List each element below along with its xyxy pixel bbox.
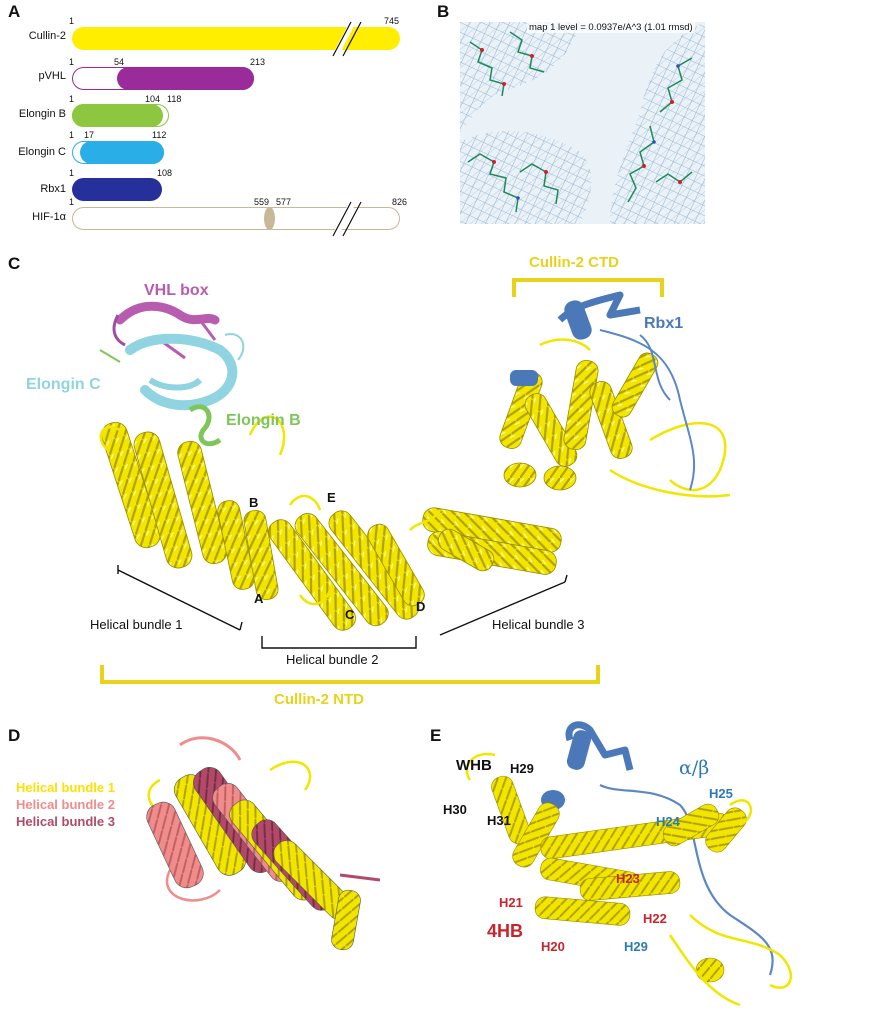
cullin2-complex-structure bbox=[99, 278, 731, 684]
domain-label-pvhl: pVHL bbox=[38, 70, 66, 82]
domain-label-rbx1: Rbx1 bbox=[40, 183, 66, 195]
domain-start-cullin2: 1 bbox=[69, 16, 75, 26]
panel-e-letter: E bbox=[430, 726, 442, 745]
bundle1-bracket bbox=[117, 565, 243, 631]
domain-start-hif1a: 1 bbox=[69, 197, 75, 207]
domain-mid-elonginb: 104 bbox=[145, 94, 161, 104]
domain-mid-pvhl: 54 bbox=[114, 57, 125, 67]
domain-bar-pvhl bbox=[117, 67, 254, 90]
helix-label-a: A bbox=[254, 591, 264, 606]
bundle3-bracket bbox=[439, 574, 568, 636]
domain-mid-elonginc: 17 bbox=[84, 130, 95, 140]
h29-top-label: H29 bbox=[510, 761, 534, 776]
map-level-label: map 1 level = 0.0937e/A^3 (1.01 rmsd) bbox=[527, 22, 695, 33]
elongin-c-structure bbox=[125, 333, 245, 411]
helix-label-e: E bbox=[327, 490, 336, 505]
h23-label: H23 bbox=[616, 871, 640, 886]
legend-bundle-1: Helical bundle 1 bbox=[16, 780, 115, 795]
rbx1-structure bbox=[510, 291, 696, 491]
domain-start-elonginc: 1 bbox=[69, 130, 75, 140]
elongin-b-label: Elongin B bbox=[226, 412, 301, 429]
ctd-helices bbox=[499, 352, 659, 491]
cullin2-ctd-label: Cullin-2 CTD bbox=[529, 254, 619, 271]
h22-label: H22 bbox=[643, 911, 667, 926]
domain-start-pvhl: 1 bbox=[69, 57, 75, 67]
domain-mid2-hif1a: 577 bbox=[276, 197, 292, 207]
helix-label-b: B bbox=[249, 495, 259, 510]
helical-bundle-3-label: Helical bundle 3 bbox=[492, 617, 585, 632]
domain-label-hif1a: HIF-1α bbox=[32, 211, 66, 223]
legend-bundle-2: Helical bundle 2 bbox=[16, 797, 115, 812]
rbx1-label: Rbx1 bbox=[644, 315, 684, 332]
domain-end-pvhl: 213 bbox=[250, 57, 266, 67]
domain-end-cullin2: 745 bbox=[384, 16, 400, 26]
helical-bundle-1-label: Helical bundle 1 bbox=[90, 617, 183, 632]
elongin-c-label: Elongin C bbox=[26, 376, 101, 393]
domain-bar-elonginb bbox=[72, 104, 163, 127]
domain-start-elonginb: 1 bbox=[69, 94, 75, 104]
cullin2-ntd-label: Cullin-2 NTD bbox=[274, 691, 364, 708]
cullin2-ctd-structure bbox=[465, 721, 792, 1007]
ctd-bracket bbox=[512, 278, 664, 297]
domain-end-hif1a: 826 bbox=[392, 197, 408, 207]
helical-bundle-2-label: Helical bundle 2 bbox=[286, 652, 379, 667]
domain-odd-hif1a bbox=[264, 207, 275, 230]
domain-outline-hif1a bbox=[72, 207, 400, 230]
h31-label: H31 bbox=[487, 813, 511, 828]
helix-label-d: D bbox=[416, 599, 426, 614]
domain-bar-elonginc bbox=[80, 141, 164, 164]
4hb-label: 4HB bbox=[487, 921, 524, 941]
h29-bottom-label: H29 bbox=[624, 939, 648, 954]
bundle2-bracket bbox=[261, 636, 417, 649]
domain-end-elonginb: 118 bbox=[167, 94, 182, 104]
alpha-beta-label: α/β bbox=[679, 757, 710, 779]
h20-label: H20 bbox=[541, 939, 565, 954]
electron-density-map bbox=[460, 22, 705, 224]
panel-c-letter: C bbox=[8, 254, 21, 273]
superposed-helical-bundles bbox=[146, 736, 381, 951]
panel-b-letter: B bbox=[437, 2, 450, 21]
domain-bar-rbx1 bbox=[72, 178, 162, 201]
panel-a-letter: A bbox=[8, 2, 21, 21]
domain-label-elonginc: Elongin C bbox=[18, 146, 66, 158]
cullin-loops bbox=[99, 338, 731, 606]
domain-mid-hif1a: 559 bbox=[254, 197, 270, 207]
domain-bar-cullin2 bbox=[72, 27, 400, 50]
domain-break-hif1a bbox=[332, 200, 362, 238]
whb-label: WHB bbox=[456, 757, 492, 774]
helical-bundle-2-helices bbox=[268, 510, 425, 631]
domain-end-rbx1: 108 bbox=[157, 168, 173, 178]
h24-label: H24 bbox=[656, 814, 680, 829]
h25-label: H25 bbox=[709, 786, 733, 801]
domain-end-elonginc: 112 bbox=[152, 130, 167, 140]
helical-bundle-1-helices bbox=[101, 421, 279, 601]
helix-label-c: C bbox=[345, 607, 355, 622]
panel-d-letter: D bbox=[8, 726, 21, 745]
helical-bundle-3-helices bbox=[422, 507, 562, 575]
elongin-b-structure bbox=[99, 349, 222, 447]
ntd-bracket bbox=[100, 665, 600, 684]
domain-label-elonginb: Elongin B bbox=[18, 108, 66, 120]
domain-break-cullin2 bbox=[332, 20, 362, 58]
domain-start-rbx1: 1 bbox=[69, 168, 75, 178]
legend-bundle-3: Helical bundle 3 bbox=[16, 814, 115, 829]
vhl-box-structure bbox=[112, 301, 220, 360]
vhl-box-label: VHL box bbox=[144, 282, 209, 299]
h30-label: H30 bbox=[443, 802, 467, 817]
h21-label: H21 bbox=[499, 895, 523, 910]
domain-label-cullin2: Cullin-2 bbox=[28, 30, 66, 42]
